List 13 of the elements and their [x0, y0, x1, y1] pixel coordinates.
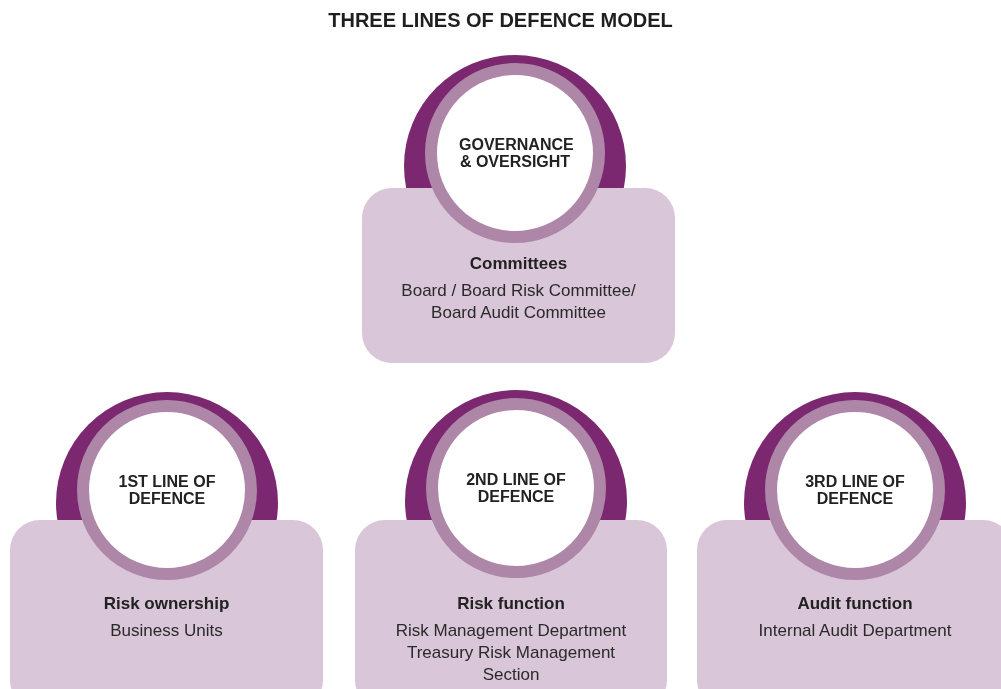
card-text: Business Units	[110, 620, 223, 642]
card-heading: Committees	[469, 254, 568, 274]
card-heading: Risk function	[457, 594, 565, 614]
circle-label: GOVERNANCE & OVERSIGHT	[459, 136, 571, 170]
card-text: Internal Audit Department	[758, 620, 952, 642]
card-text: Board / Board Risk Committee/ Board Audit Committee	[400, 280, 637, 324]
circle-label: 2ND LINE OF DEFENCE	[465, 471, 567, 505]
card-heading: Audit function	[797, 594, 913, 614]
card-heading: Risk ownership	[103, 594, 230, 614]
circle-label: 3RD LINE OF DEFENCE	[804, 473, 906, 507]
card-text: Risk Management Department Treasury Risk Management Section	[394, 620, 628, 686]
diagram-title: THREE LINES OF DEFENCE MODEL	[327, 9, 674, 32]
circle-label: 1ST LINE OF DEFENCE	[117, 473, 217, 507]
